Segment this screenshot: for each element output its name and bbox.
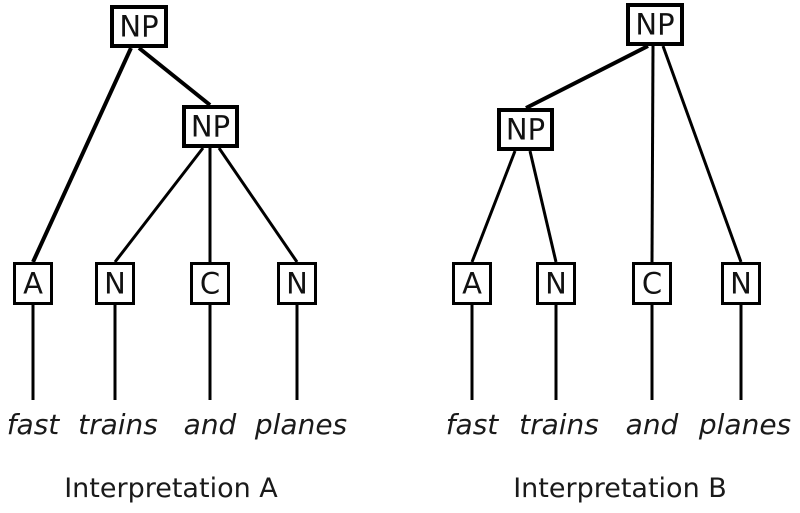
edge-b-np-root-to-b-c: [650, 45, 655, 263]
node-b-a[interactable]: A: [452, 262, 492, 305]
node-label-a-c: C: [200, 267, 220, 301]
node-a-n2[interactable]: N: [277, 262, 317, 305]
node-b-np-inner[interactable]: NP: [497, 108, 554, 151]
terminal-word-b-word-and: and: [626, 408, 679, 441]
node-box-b-n1: [536, 262, 576, 305]
node-label-b-n2: N: [730, 267, 752, 301]
node-label-a-n2: N: [286, 267, 308, 301]
edge-a-np-root-to-a-np-inner: [137, 46, 212, 107]
terminal-word-b-word-trains: trains: [519, 408, 599, 441]
node-a-np-inner[interactable]: NP: [182, 105, 239, 148]
node-a-c[interactable]: C: [190, 262, 230, 305]
node-box-a-n1: [95, 262, 135, 305]
edge-b-np-root-to-b-np-inner: [525, 44, 649, 110]
node-label-a-np-root: NP: [119, 10, 158, 44]
node-b-c[interactable]: C: [632, 262, 672, 305]
node-label-a-np-inner: NP: [191, 110, 230, 144]
caption-interpretation-b: Interpretation B: [513, 473, 727, 504]
terminal-word-b-word-fast: fast: [446, 408, 500, 441]
node-box-a-np-inner: [182, 105, 239, 148]
node-a-np-root[interactable]: NP: [110, 5, 168, 48]
node-b-n2[interactable]: N: [721, 262, 761, 305]
node-label-b-a: A: [462, 267, 482, 301]
terminal-word-b-word-planes: planes: [698, 408, 791, 441]
node-label-b-np-root: NP: [635, 8, 674, 42]
caption-interpretation-a: Interpretation A: [64, 473, 278, 504]
node-b-n1[interactable]: N: [536, 262, 576, 305]
terminal-word-a-word-and: and: [184, 408, 237, 441]
edge-a-np-root-to-a-a: [31, 47, 133, 263]
node-label-b-np-inner: NP: [506, 113, 545, 147]
node-box-b-a: [452, 262, 492, 305]
node-label-b-c: C: [642, 267, 662, 301]
node-b-np-root[interactable]: NP: [626, 3, 684, 46]
edge-b-np-inner-to-b-n1: [528, 150, 558, 263]
terminal-word-a-word-planes: planes: [254, 408, 347, 441]
node-box-b-n2: [721, 262, 761, 305]
terminal-word-a-word-fast: fast: [7, 408, 61, 441]
node-a-a[interactable]: A: [13, 262, 53, 305]
edge-b-np-inner-to-b-a: [470, 150, 517, 263]
edge-a-np-inner-to-a-n2: [217, 147, 299, 263]
node-label-b-n1: N: [545, 267, 567, 301]
node-label-a-n1: N: [104, 267, 126, 301]
edge-a-np-inner-to-a-n1: [113, 147, 205, 263]
edge-b-np-root-to-b-n2: [661, 45, 743, 263]
node-box-b-c: [632, 262, 672, 305]
node-box-b-np-inner: [497, 108, 554, 151]
node-label-a-a: A: [23, 267, 43, 301]
node-a-n1[interactable]: N: [95, 262, 135, 305]
node-box-a-a: [13, 262, 53, 305]
terminal-word-a-word-trains: trains: [78, 408, 158, 441]
node-box-a-c: [190, 262, 230, 305]
node-box-a-n2: [277, 262, 317, 305]
node-box-b-np-root: [626, 3, 684, 46]
node-box-a-np-root: [110, 5, 168, 48]
